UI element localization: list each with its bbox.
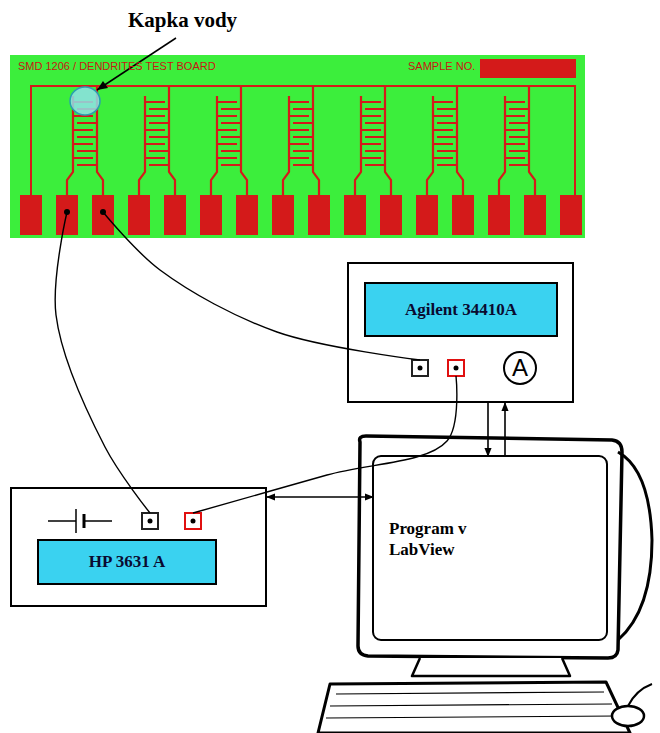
test-board-node: SMD 1206 / DENDRITES TEST BOARD SAMPLE NO… [10,55,585,238]
pad [20,195,42,235]
board-title: SMD 1206 / DENDRITES TEST BOARD [18,60,216,72]
pad [92,195,114,235]
callout-label: Kapka vody [128,8,237,33]
monitor-screen [373,456,607,640]
pad [164,195,186,235]
power-supply-box: HP 3631 A [10,487,267,607]
monitor-stand [412,658,570,676]
sample-field [480,59,576,78]
water-drop [70,87,100,115]
test-wire [55,212,150,513]
comb-electrode [283,86,319,195]
mouse-cord [628,684,652,706]
black-terminal [412,360,428,376]
black-terminal [142,513,158,529]
ammeter-symbol: A [512,356,528,380]
leader-head [97,81,108,90]
terminal-dot [191,519,196,524]
test-wire [193,376,457,513]
multimeter-display: Agilent 34410A [364,282,558,337]
pad [488,195,510,235]
battery-plate [75,509,77,533]
battery-lead [84,520,112,522]
pad [308,195,330,235]
data-link-arrow [504,403,506,456]
keyboard-rows [326,692,618,718]
mouse [612,706,644,726]
monitor-back [618,452,652,640]
pad [416,195,438,235]
pad [200,195,222,235]
monitor-case [358,436,622,658]
terminal-dot [148,519,153,524]
pad [452,195,474,235]
pad [524,195,546,235]
frame-trace [31,86,575,195]
data-link-arrow [487,403,489,456]
computer-screen: Program v LabView [373,456,607,640]
pad [236,195,258,235]
sample-label: SAMPLE NO. [408,60,475,72]
comb-electrode [427,86,463,195]
pad [560,195,582,235]
terminal-dot [454,366,459,371]
pad [380,195,402,235]
battery-lead [48,520,76,522]
red-terminal [185,513,201,529]
program-label: Program v LabView [389,518,489,561]
terminal-dot [418,366,423,371]
red-terminal [448,360,464,376]
comb-electrode [211,86,247,195]
comb-electrode [67,86,103,195]
battery-symbol [48,509,112,533]
pad [272,195,294,235]
multimeter-box: Agilent 34410A A [347,262,574,403]
computer-drawing [318,436,652,733]
comb-electrode [499,86,535,195]
comb-electrode [355,86,391,195]
power-supply-display: HP 3631 A [37,539,217,585]
test-board [10,55,585,238]
data-link-arrow [267,496,373,498]
pad [344,195,366,235]
pad [128,195,150,235]
comb-electrode [139,86,175,195]
keyboard [318,682,630,733]
ammeter-circle: A [503,351,537,385]
